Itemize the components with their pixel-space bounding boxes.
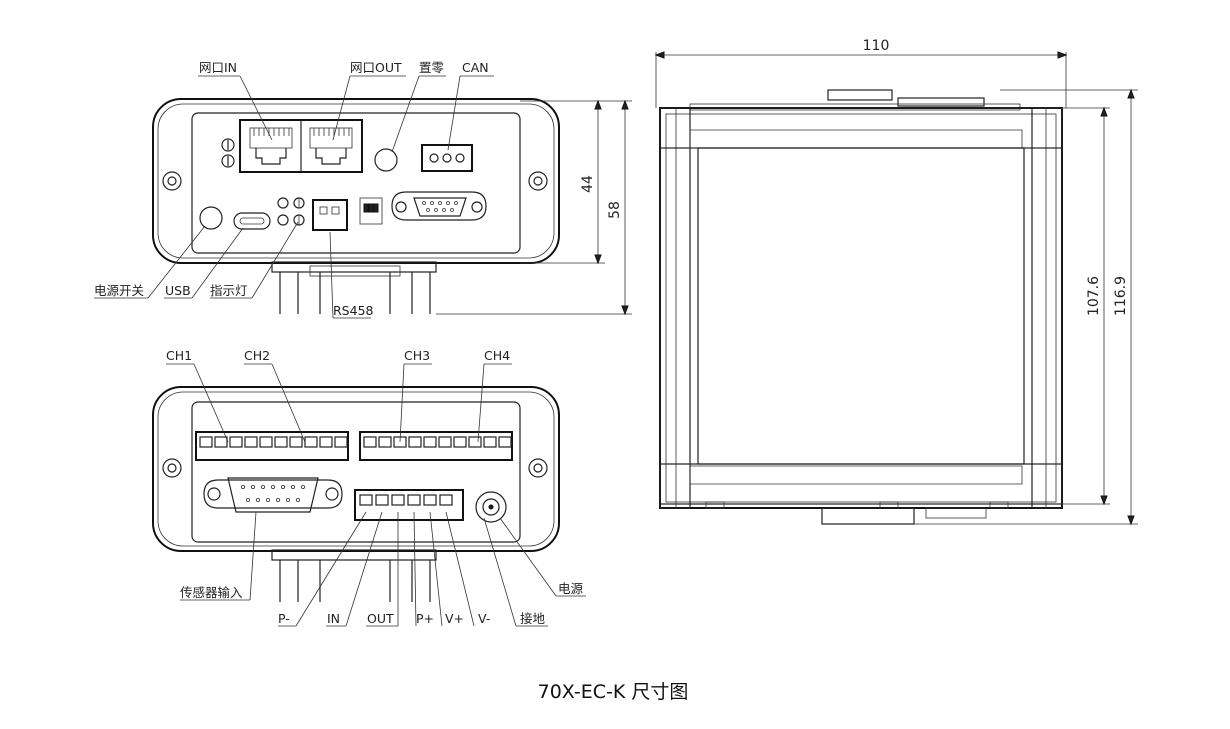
- figure-caption: 70X-EC-K 尺寸图: [538, 681, 689, 703]
- side-view: 110 107.6 116.9: [654, 38, 1138, 526]
- dim-116-9-label: 116.9: [1113, 276, 1129, 316]
- label-zero: 置零: [419, 60, 445, 75]
- label-ground: 接地: [520, 611, 546, 626]
- label-p-plus: P+: [416, 611, 434, 626]
- label-ch1: CH1: [166, 348, 192, 363]
- label-out: OUT: [367, 611, 394, 626]
- label-usb: USB: [165, 283, 191, 298]
- dim-107-6-label: 107.6: [1086, 276, 1102, 316]
- label-can: CAN: [462, 60, 489, 75]
- rear-view: CH1 CH2 CH3 CH4 传感器输入 P- IN OUT P+ V+ V-…: [152, 348, 586, 627]
- label-ch2: CH2: [244, 348, 270, 363]
- dim-44-label: 44: [580, 175, 596, 193]
- label-rs458: RS458: [333, 303, 374, 318]
- label-ch3: CH3: [404, 348, 430, 363]
- label-port-in: 网口IN: [199, 60, 237, 75]
- label-in: IN: [327, 611, 340, 626]
- label-v-plus: V+: [445, 611, 464, 626]
- label-p-minus: P-: [278, 611, 290, 626]
- label-power: 电源: [558, 581, 584, 596]
- front-view: 44 58 网口IN 网口OUT 置零 CAN 电源开关 USB 指示灯 RS4…: [94, 60, 632, 319]
- dim-58-label: 58: [607, 201, 623, 219]
- label-power-switch: 电源开关: [94, 283, 144, 298]
- dim-110-label: 110: [863, 38, 890, 54]
- label-port-out: 网口OUT: [350, 60, 402, 75]
- label-sensor-input: 传感器输入: [180, 585, 243, 600]
- label-v-minus: V-: [478, 611, 490, 626]
- label-indicator: 指示灯: [210, 283, 248, 298]
- label-ch4: CH4: [484, 348, 510, 363]
